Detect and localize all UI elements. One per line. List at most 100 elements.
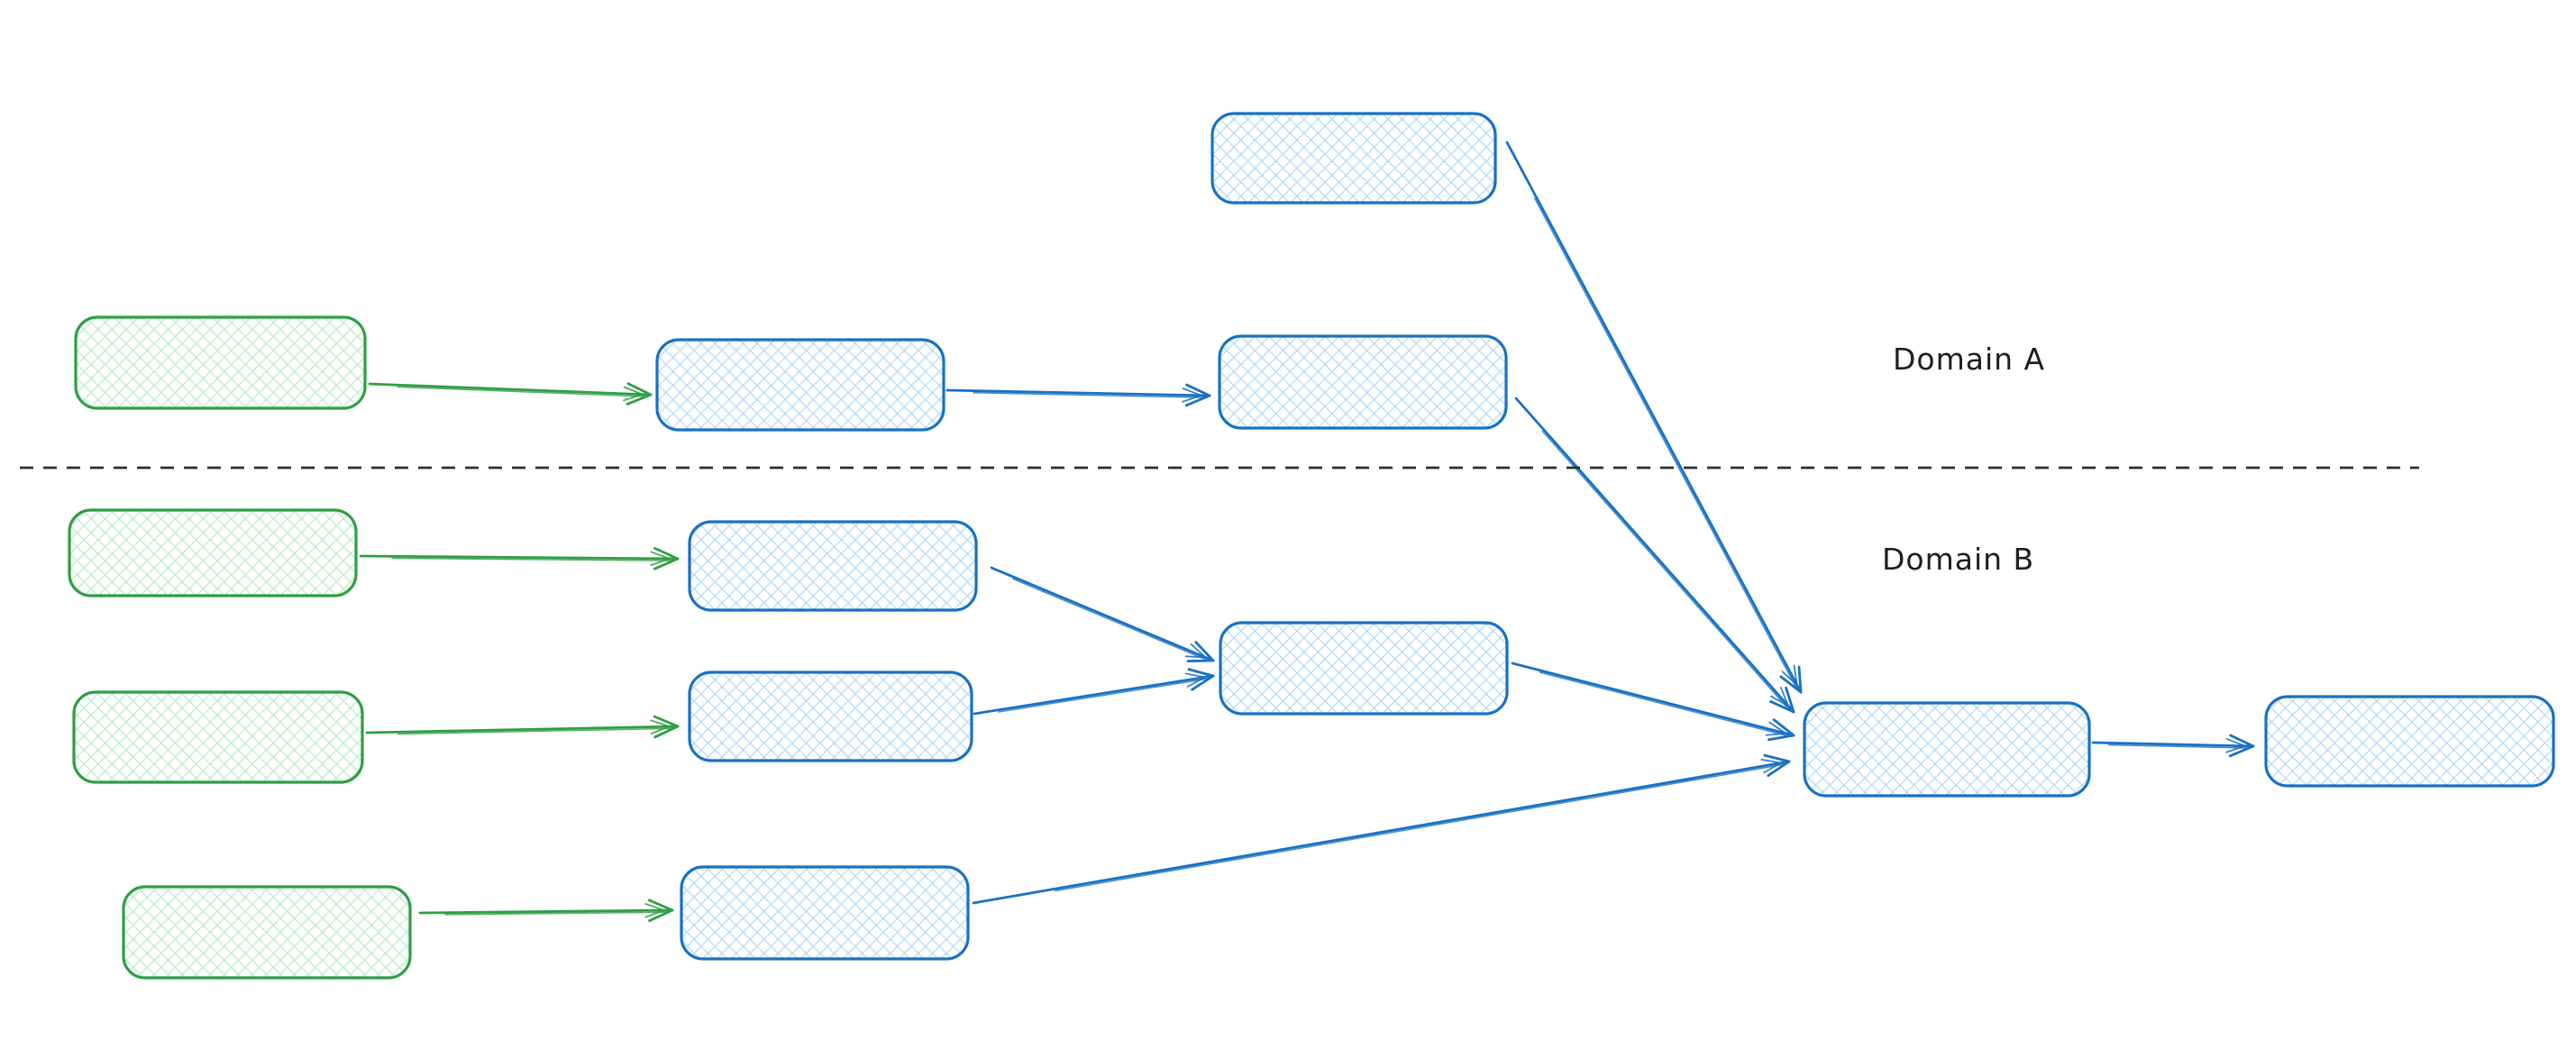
node-stage-b-2[interactable] (688, 670, 973, 762)
arrowhead-icon (1772, 718, 1795, 737)
edge-stage-a-2-to-sink[interactable] (1514, 397, 1795, 714)
edge-shaft-sketch (2108, 743, 2249, 749)
arrowhead-icon (1768, 721, 1787, 734)
arrowhead-icon (1767, 734, 1795, 742)
arrowhead-icon (1769, 700, 1795, 714)
arrowhead-icon (2225, 738, 2246, 747)
edge-shaft (418, 908, 674, 915)
node-stage-a-2[interactable] (1218, 334, 1508, 430)
edge-shaft (368, 382, 653, 397)
edge-stage-a-1-to-stage-a-2[interactable] (945, 383, 1211, 407)
edge-shaft-sketch (1533, 197, 1797, 689)
node-stage-b-3[interactable] (680, 865, 970, 961)
edge-sink-to-output[interactable] (2091, 734, 2255, 758)
edge-shaft (1505, 141, 1803, 694)
edge-shaft (945, 388, 1211, 397)
arrowhead-icon (1187, 668, 1215, 678)
arrowhead-icon (1779, 687, 1789, 707)
arrowhead-icon (1765, 732, 1787, 736)
edge-shaft (365, 725, 680, 734)
edge-stage-b-1-to-merge-b[interactable] (990, 566, 1215, 663)
arrowhead-icon (1194, 641, 1215, 662)
edge-shaft-sketch (397, 386, 646, 397)
arrowhead-icon (644, 909, 665, 918)
nodes-layer (68, 112, 2555, 980)
edges-layer (359, 141, 2255, 923)
arrowhead-icon (1763, 762, 1782, 774)
node-stage-b-1[interactable] (688, 520, 978, 612)
arrowhead-icon (1785, 686, 1795, 714)
edge-shaft-sketch (397, 727, 673, 735)
arrowhead-icon (1797, 665, 1803, 694)
arrowhead-icon (1191, 674, 1215, 691)
edge-shaft (2091, 741, 2255, 748)
arrowhead-icon (647, 898, 674, 912)
arrowhead-icon (648, 908, 674, 923)
arrowhead-icon (1184, 394, 1211, 407)
node-sink[interactable] (1803, 701, 2091, 798)
edge-stage-b-2-to-merge-b[interactable] (973, 668, 1215, 716)
arrowhead-icon (1769, 695, 1789, 707)
arrowhead-icon (2228, 744, 2255, 758)
edge-shaft-sketch (1539, 671, 1789, 737)
edge-shaft-sketch (1541, 430, 1790, 710)
node-source-b-3[interactable] (122, 885, 412, 980)
edge-shaft (972, 760, 1791, 905)
arrowhead-icon (650, 725, 671, 734)
edge-shaft-sketch (391, 557, 673, 561)
arrowhead-icon (1182, 388, 1202, 397)
domain-a-label[interactable]: Domain A (1893, 342, 2045, 377)
arrowhead-icon (2229, 734, 2255, 748)
arrowhead-icon (653, 557, 680, 570)
edge-source-b-1-to-stage-b-1[interactable] (359, 546, 680, 570)
arrowhead-icon (1185, 383, 1211, 397)
arrowhead-icon (623, 393, 644, 402)
arrowhead-icon (2225, 744, 2246, 753)
arrowhead-icon (650, 558, 671, 566)
edge-shaft-sketch (1012, 578, 1209, 661)
arrowhead-icon (650, 719, 671, 728)
edge-merge-b-to-sink[interactable] (1511, 661, 1795, 742)
arrowhead-icon (1781, 670, 1798, 686)
arrowhead-icon (1184, 655, 1207, 659)
arrowhead-icon (1182, 394, 1202, 403)
arrowhead-icon (1190, 643, 1207, 659)
arrowhead-icon (1763, 753, 1791, 763)
edge-source-a-to-stage-a-1[interactable] (368, 382, 653, 406)
edge-input-a-extra-to-sink[interactable] (1505, 141, 1803, 694)
edge-stage-b-3-to-sink[interactable] (972, 753, 1791, 905)
edge-shaft (359, 554, 680, 561)
arrowhead-icon (650, 551, 671, 560)
arrowhead-icon (1760, 759, 1782, 764)
arrowhead-icon (1767, 760, 1791, 778)
node-output[interactable] (2264, 695, 2555, 788)
node-input-a-extra[interactable] (1210, 112, 1497, 205)
edge-shaft-sketch (973, 392, 1205, 398)
edge-shaft-sketch (998, 678, 1210, 713)
arrowhead-icon (1793, 664, 1798, 686)
arrowhead-icon (653, 725, 680, 739)
arrowhead-icon (653, 715, 680, 728)
edge-shaft-sketch (1055, 763, 1786, 892)
arrowhead-icon (1186, 676, 1206, 688)
edge-shaft (990, 566, 1215, 662)
arrowhead-icon (626, 382, 653, 397)
arrowhead-icon (653, 546, 680, 561)
arrowhead-icon (623, 386, 644, 396)
node-merge-b[interactable] (1219, 621, 1509, 716)
node-source-b-1[interactable] (68, 508, 358, 597)
node-source-b-2[interactable] (72, 690, 364, 784)
node-source-a[interactable] (74, 315, 367, 410)
edge-source-b-3-to-stage-b-3[interactable] (418, 898, 674, 923)
arrowhead-icon (644, 903, 665, 911)
edge-source-b-2-to-stage-b-2[interactable] (365, 715, 680, 739)
edge-shaft (973, 674, 1215, 716)
arrowhead-icon (1184, 672, 1206, 679)
edge-shaft (1511, 661, 1795, 737)
arrowhead-icon (1779, 675, 1803, 694)
node-stage-a-1[interactable] (655, 338, 945, 432)
arrowhead-icon (626, 393, 653, 406)
domain-b-label[interactable]: Domain B (1882, 542, 2034, 577)
